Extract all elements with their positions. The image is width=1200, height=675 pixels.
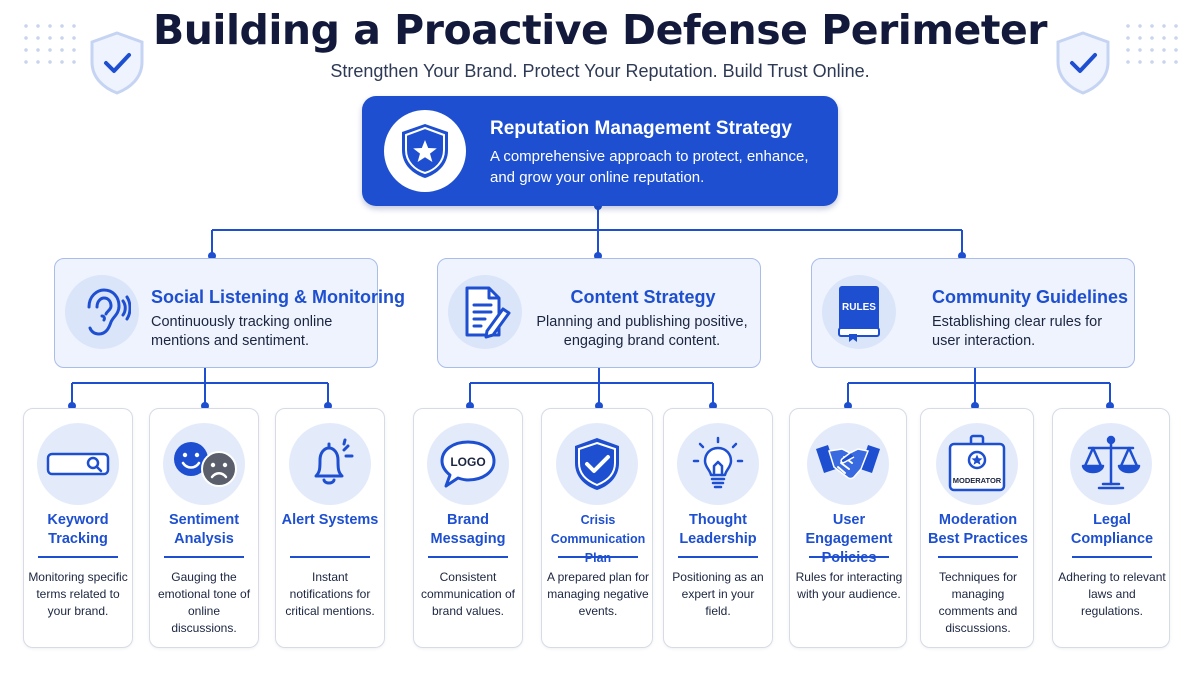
branch-title: Content Strategy bbox=[570, 287, 716, 307]
leaf-title: Crisis Communication Plan bbox=[550, 513, 646, 565]
leaf-title: Thought Leadership bbox=[679, 512, 757, 547]
leaf-title: Sentiment Analysis bbox=[168, 512, 240, 547]
divider bbox=[938, 556, 1018, 558]
divider bbox=[1072, 556, 1152, 558]
leaf-description: Gauging the emotional tone of online dis… bbox=[157, 570, 251, 635]
root-title: Reputation Management Strategy bbox=[490, 118, 792, 139]
page-subtitle: Strengthen Your Brand. Protect Your Repu… bbox=[330, 61, 870, 81]
leaf-title: Alert Systems bbox=[281, 512, 379, 528]
branch-title: Community Guidelines bbox=[932, 287, 1129, 307]
search-bar-icon bbox=[37, 423, 119, 505]
shield-star-icon bbox=[384, 110, 466, 192]
branch-community-guidelines: RULES Community Guidelines Establishing … bbox=[811, 258, 1135, 368]
scales-icon bbox=[1070, 423, 1152, 505]
leaf-description: Consistent communication of brand values… bbox=[420, 570, 516, 618]
svg-text:RULES: RULES bbox=[842, 302, 876, 313]
leaf-legal-compliance: Legal Compliance Adhering to relevant la… bbox=[1052, 408, 1170, 648]
page-title: Building a Proactive Defense Perimeter bbox=[152, 6, 1048, 54]
branch-description: Establishing clear rules for user intera… bbox=[932, 314, 1103, 349]
leaf-description: Adhering to relevant laws and regulation… bbox=[1058, 570, 1166, 618]
leaf-crisis-communication: Crisis Communication Plan A prepared pla… bbox=[541, 408, 653, 648]
svg-text:MODERATOR: MODERATOR bbox=[953, 476, 1002, 485]
root-node: Reputation Management Strategy A compreh… bbox=[362, 96, 838, 206]
divider bbox=[38, 556, 118, 558]
divider bbox=[678, 556, 758, 558]
bell-icon bbox=[289, 423, 371, 505]
decorative-dots-left bbox=[20, 20, 80, 68]
leaf-title: Brand Messaging bbox=[430, 512, 506, 547]
shield-check-icon-left bbox=[90, 31, 144, 95]
root-description: A comprehensive approach to protect, enh… bbox=[490, 148, 809, 186]
leaf-keyword-tracking: Keyword Tracking Monitoring specific ter… bbox=[23, 408, 133, 648]
divider bbox=[290, 556, 370, 558]
leaf-description: Monitoring specific terms related to you… bbox=[28, 570, 128, 618]
ear-icon bbox=[65, 275, 139, 349]
leaf-thought-leadership: Thought Leadership Positioning as an exp… bbox=[663, 408, 773, 648]
divider bbox=[558, 556, 638, 558]
leaf-title: Moderation Best Practices bbox=[928, 512, 1028, 547]
leaf-title: Keyword Tracking bbox=[47, 512, 109, 547]
leaf-description: Instant notifications for critical menti… bbox=[285, 570, 375, 618]
leaf-description: Rules for interacting with your audience… bbox=[795, 570, 903, 601]
leaf-title: User Engagement Policies bbox=[805, 512, 893, 566]
logo-speech-bubble-icon: LOGO bbox=[427, 423, 509, 505]
leaf-sentiment-analysis: Sentiment Analysis Gauging the emotional… bbox=[149, 408, 259, 648]
leaf-title: Legal Compliance bbox=[1070, 512, 1154, 547]
divider bbox=[164, 556, 244, 558]
branch-social-listening: Social Listening & Monitoring Continuous… bbox=[54, 258, 405, 368]
svg-text:LOGO: LOGO bbox=[450, 455, 485, 469]
document-pen-icon bbox=[448, 275, 522, 349]
branch-description: Continuously tracking online mentions an… bbox=[151, 314, 333, 349]
leaf-description: Techniques for managing comments and dis… bbox=[938, 570, 1018, 635]
leaf-user-engagement: User Engagement Policies Rules for inter… bbox=[789, 408, 907, 648]
branch-description: Planning and publishing positive, engagi… bbox=[536, 314, 748, 349]
branch-title: Social Listening & Monitoring bbox=[151, 287, 405, 307]
leaf-description: A prepared plan for managing negative ev… bbox=[546, 570, 650, 618]
leaf-brand-messaging: LOGO Brand Messaging Consistent communic… bbox=[413, 408, 523, 648]
shield-check-icon bbox=[556, 423, 638, 505]
branch-content-strategy: Content Strategy Planning and publishing… bbox=[437, 258, 761, 368]
leaf-alert-systems: Alert Systems Instant notifications for … bbox=[275, 408, 385, 648]
happy-sad-faces-icon bbox=[163, 423, 245, 505]
leaf-moderation: MODERATOR Moderation Best Practices Tech… bbox=[920, 408, 1034, 648]
rules-book-icon: RULES bbox=[822, 275, 896, 349]
divider bbox=[428, 556, 508, 558]
divider bbox=[809, 556, 889, 558]
shield-check-icon-right bbox=[1056, 31, 1110, 95]
handshake-icon bbox=[807, 423, 889, 505]
moderator-badge-icon: MODERATOR bbox=[936, 423, 1018, 505]
leaf-description: Positioning as an expert in your field. bbox=[672, 570, 764, 618]
lightbulb-icon bbox=[677, 423, 759, 505]
decorative-dots-right bbox=[1122, 20, 1182, 68]
